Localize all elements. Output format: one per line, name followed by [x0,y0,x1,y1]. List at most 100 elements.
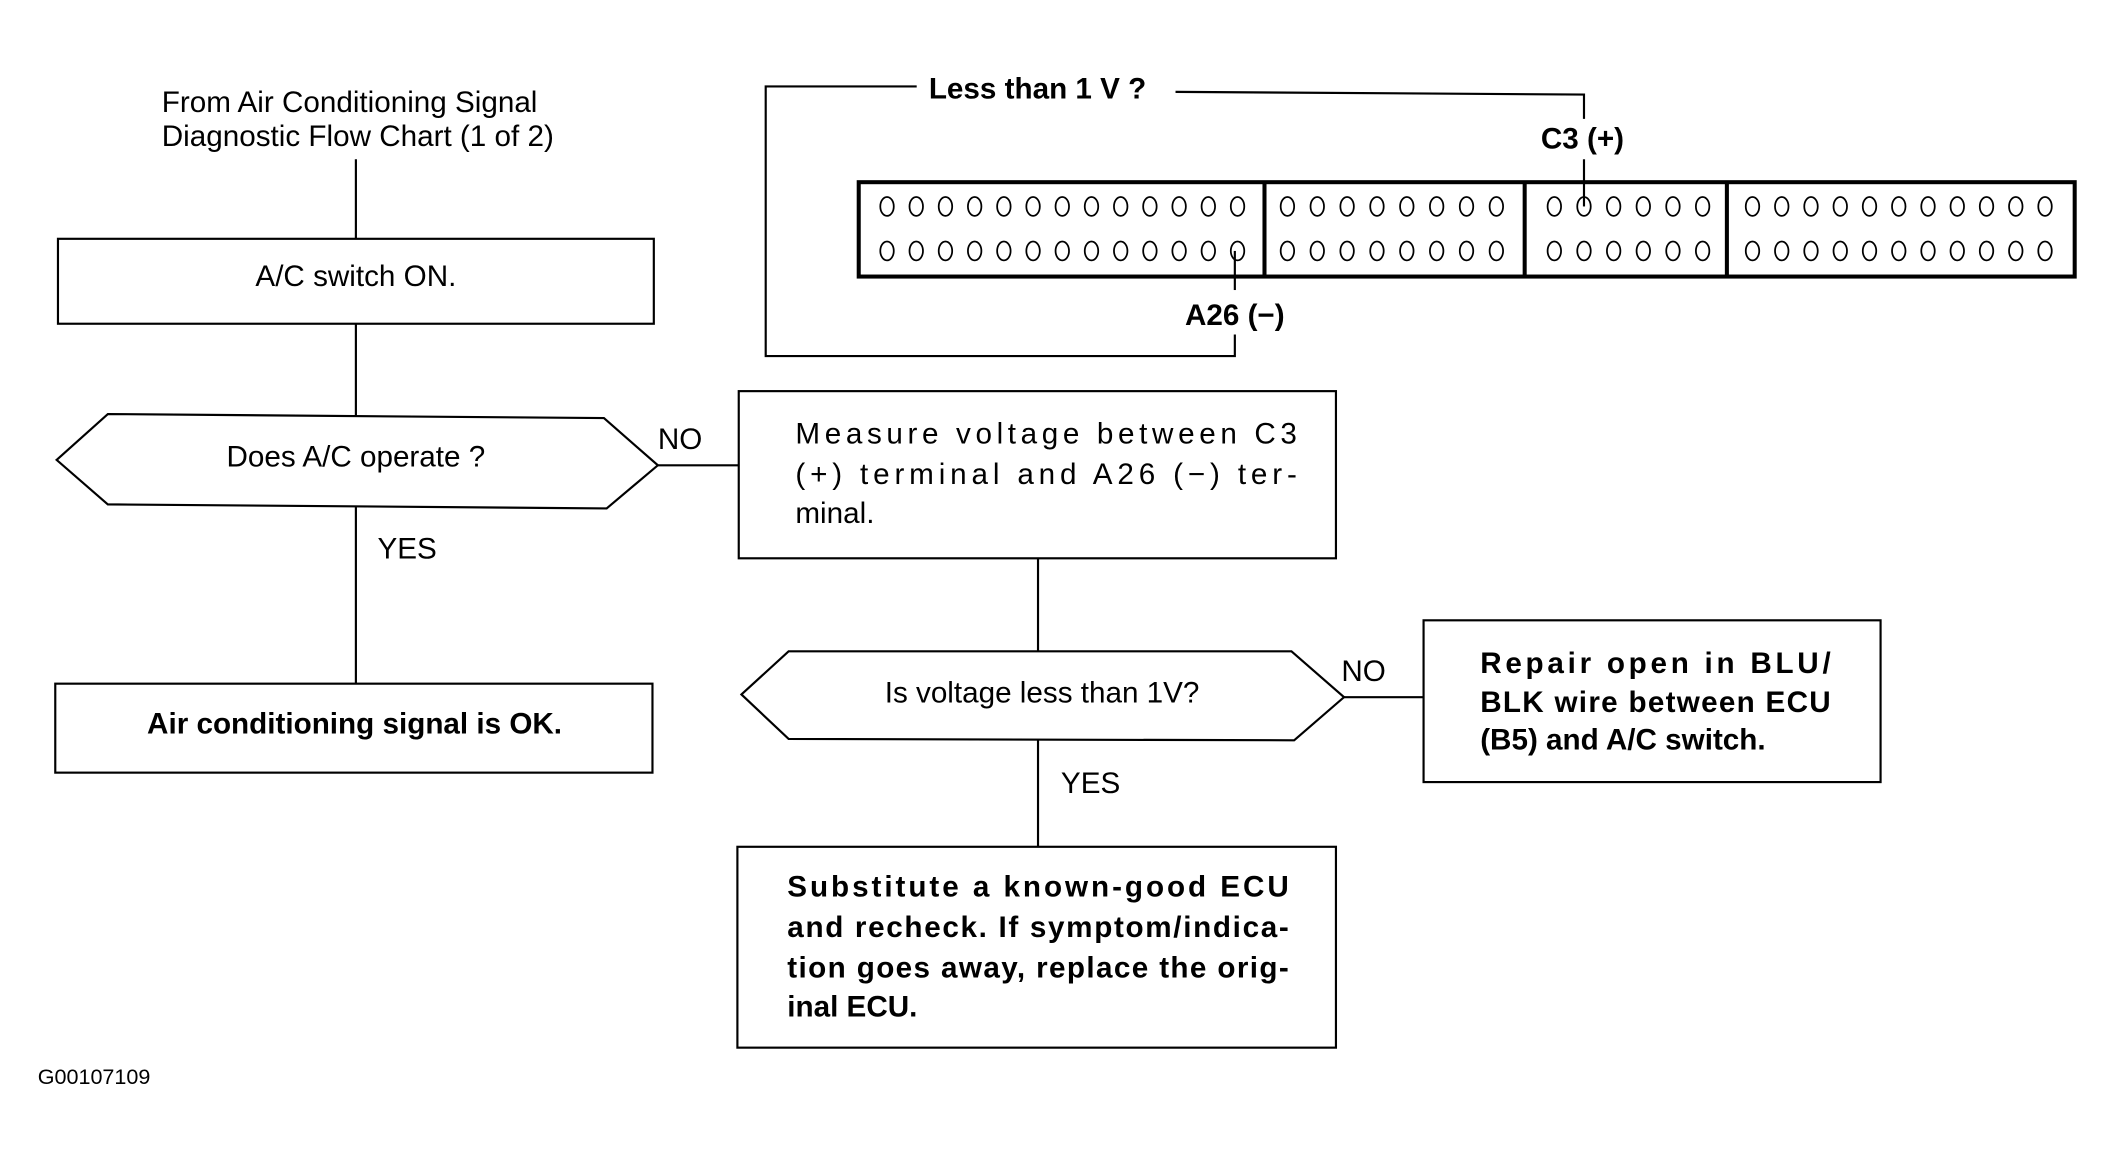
connector-pin [1369,196,1385,217]
connector-pin [1891,196,1907,217]
figure-id: G00107109 [38,1064,151,1089]
connector-pin [1458,240,1475,262]
connector-pin [1861,240,1878,262]
connector-pin [1832,240,1848,262]
connector-pin [1200,240,1216,262]
connector-pin [1339,240,1355,262]
connector-pin [1546,240,1562,262]
connector-pin [1113,240,1129,262]
connector-pin [1171,240,1187,262]
ecu-connector-diagram: Less than 1 V ? C3 (+) A26 (−) [764,73,2077,358]
connector-pin [937,196,954,217]
connector-pin [908,240,924,262]
connector-pin [1665,196,1681,217]
decision-voltage-less-than-1v-text: Is voltage less than 1V? [885,677,1200,710]
connector-pin [1695,240,1711,262]
connector-pin [1832,196,1848,217]
connector-pins [879,196,2053,262]
start-label-line-2: Diagnostic Flow Chart (1 of 2) [162,120,554,153]
connector-pin [1576,196,1592,217]
connector-pin [1458,196,1475,217]
connector-pin [996,240,1012,262]
connector-pin [1025,196,1041,217]
connector-pin [1488,240,1504,262]
step-repair-open-line-3: (B5) and A/C switch. [1480,724,1765,757]
connector-pin [1803,240,1819,262]
step-measure-voltage-line-2: (+) terminal and A26 (−) ter- [795,458,1296,491]
connector-pin [967,196,983,217]
connector-pin [1920,196,1936,217]
step-signal-ok [54,682,654,774]
connector-pin [1774,196,1790,217]
connector-pin [1891,240,1907,262]
connector-pin [1399,240,1415,262]
connector-pin [1803,196,1819,217]
connector-pin [1949,240,1965,262]
connector-pin [1488,196,1504,217]
connector-pin [1229,196,1246,217]
branch-no-label: NO [1341,655,1385,688]
step-substitute-ecu [736,845,1338,1049]
connector-pin [996,196,1012,217]
connector-pin [1429,240,1445,262]
connector-pin [1309,240,1325,262]
connector-pin [879,196,895,217]
connector-pin [1309,196,1325,217]
start-label-line-1: From Air Conditioning Signal [162,86,538,119]
connector-pin [1920,240,1936,262]
connector-pin [1635,240,1651,262]
connector-pin [2008,196,2024,217]
connector-pin [1054,240,1070,262]
connector-pin [1142,196,1158,217]
step-signal-ok-text: Air conditioning signal is OK. [147,708,562,741]
connector-pin [1978,240,1995,262]
step-ac-switch-on [56,237,655,325]
connector-pin [1369,240,1385,262]
connector-pin [1978,196,1995,217]
branch-no-label: NO [658,423,702,456]
connector-pin [2037,240,2053,262]
connector-pin [1399,196,1415,217]
connector-pin [1229,240,1246,262]
connector-pin [1142,240,1158,262]
connector-pin [1429,196,1445,217]
connector-body [856,180,2077,279]
decision-does-ac-operate-text: Does A/C operate ? [227,441,486,474]
step-substitute-ecu-line-3: tion goes away, replace the orig- [787,952,1288,985]
connector-pin [1695,196,1711,217]
connector-pin [1339,196,1355,217]
decision-does-ac-operate [54,412,660,510]
connector-pin [1949,196,1965,217]
connector-pin [967,240,983,262]
connector-pin [879,240,895,262]
connector-pin [1635,196,1651,217]
branch-yes-label: YES [377,532,436,565]
connector-pin [1279,240,1296,262]
connector-pin [908,196,924,217]
meter-label: Less than 1 V ? [929,73,1146,106]
connector-pin [2008,240,2024,262]
connector-pin [1113,196,1129,217]
step-measure-voltage-line-1: Measure voltage between C3 [795,418,1296,451]
connector-pin [1200,196,1216,217]
branch-yes-label: YES [1061,767,1120,800]
connector-pin [1606,240,1622,262]
connector-pin [1025,240,1041,262]
connector-pin [1054,196,1070,217]
connector-pin [1665,240,1681,262]
connector-pin [1606,196,1622,217]
connector-pin [1744,196,1761,217]
step-substitute-ecu-line-2: and recheck. If symptom/indica- [787,911,1288,944]
meter-lead-positive [1175,90,1586,119]
step-substitute-ecu-line-1: Substitute a known-good ECU [787,871,1288,904]
connector-pin [1171,196,1187,217]
step-measure-voltage-line-3: minal. [795,497,874,530]
step-substitute-ecu-line-4: inal ECU. [787,991,917,1024]
connector-pin [1774,240,1790,262]
meter-lead-loop [764,85,1236,358]
step-repair-open-line-2: BLK wire between ECU [1480,686,1831,719]
connector-pin [1279,196,1296,217]
step-measure-voltage [737,390,1338,560]
terminal-c3-label: C3 (+) [1541,122,1624,155]
